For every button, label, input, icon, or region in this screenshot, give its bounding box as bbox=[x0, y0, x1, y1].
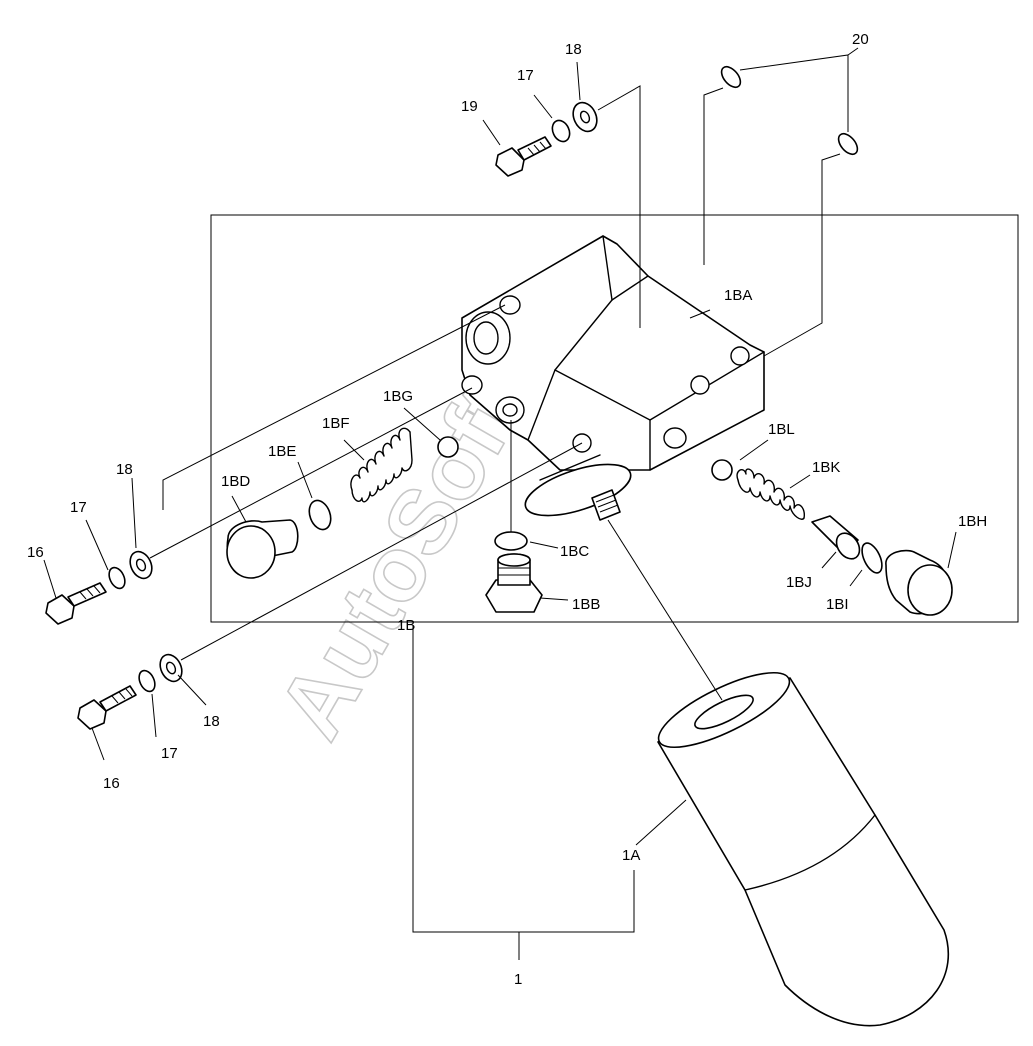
filter-housing bbox=[461, 235, 765, 521]
label-19: 19 bbox=[461, 98, 478, 115]
label-16-upper: 16 bbox=[27, 544, 44, 561]
label-18-upper: 18 bbox=[116, 461, 133, 478]
o-ring-1bc bbox=[494, 531, 528, 551]
washer-17-top bbox=[551, 119, 571, 143]
filter-cartridge bbox=[657, 671, 950, 1027]
bolt-16-upper bbox=[45, 582, 107, 625]
bracket-1 bbox=[412, 625, 635, 960]
leader-oring-b bbox=[763, 153, 841, 357]
label-1bj: 1BJ bbox=[786, 574, 812, 591]
label-1bh: 1BH bbox=[958, 513, 987, 530]
label-18-lower: 18 bbox=[203, 713, 220, 730]
bolt-16-lower bbox=[77, 685, 137, 730]
washer-17-upper bbox=[108, 566, 126, 590]
leader-upper-bolt bbox=[149, 387, 473, 559]
label-1bc: 1BC bbox=[560, 543, 589, 560]
o-ring-20-b bbox=[837, 132, 859, 156]
leader-lower-bolt bbox=[180, 442, 583, 661]
leader-nipple bbox=[607, 519, 723, 701]
spring-1bf bbox=[350, 427, 413, 503]
label-1: 1 bbox=[514, 971, 522, 988]
label-18-top: 18 bbox=[565, 41, 582, 58]
o-ring-1bi bbox=[861, 542, 883, 574]
bolt-19 bbox=[495, 136, 552, 177]
label-1a: 1A bbox=[622, 847, 640, 864]
plug-1bh bbox=[885, 549, 953, 616]
leader-20 bbox=[739, 47, 859, 132]
o-ring-20-a bbox=[720, 65, 742, 89]
label-1bi: 1BI bbox=[826, 596, 849, 613]
ticks bbox=[43, 61, 957, 846]
washer-17-lower bbox=[138, 669, 156, 693]
ball-1bl bbox=[711, 459, 733, 481]
label-1ba: 1BA bbox=[724, 287, 752, 304]
label-1bk: 1BK bbox=[812, 459, 840, 476]
o-ring-1be bbox=[308, 499, 332, 531]
label-17-lower: 17 bbox=[161, 745, 178, 762]
leader-upper-bolt-2 bbox=[162, 304, 506, 510]
subassembly-frame bbox=[210, 214, 1019, 623]
label-1bg: 1BG bbox=[383, 388, 413, 405]
plug-1bb bbox=[485, 553, 543, 613]
label-20: 20 bbox=[852, 31, 869, 48]
leader-oring-a bbox=[703, 87, 724, 265]
label-17-upper: 17 bbox=[70, 499, 87, 516]
label-16-lower: 16 bbox=[103, 775, 120, 792]
label-17-top: 17 bbox=[517, 67, 534, 84]
label-1be: 1BE bbox=[268, 443, 296, 460]
label-1bd: 1BD bbox=[221, 473, 250, 490]
spring-1bk bbox=[736, 468, 806, 520]
label-1bl: 1BL bbox=[768, 421, 795, 438]
label-1bf: 1BF bbox=[322, 415, 350, 432]
plug-1bd bbox=[226, 519, 299, 579]
leader-top-bolt bbox=[597, 85, 641, 328]
label-1bb: 1BB bbox=[572, 596, 600, 613]
ball-1bg bbox=[437, 436, 459, 458]
label-1b: 1B bbox=[397, 617, 415, 634]
piston-1bj bbox=[811, 515, 861, 560]
